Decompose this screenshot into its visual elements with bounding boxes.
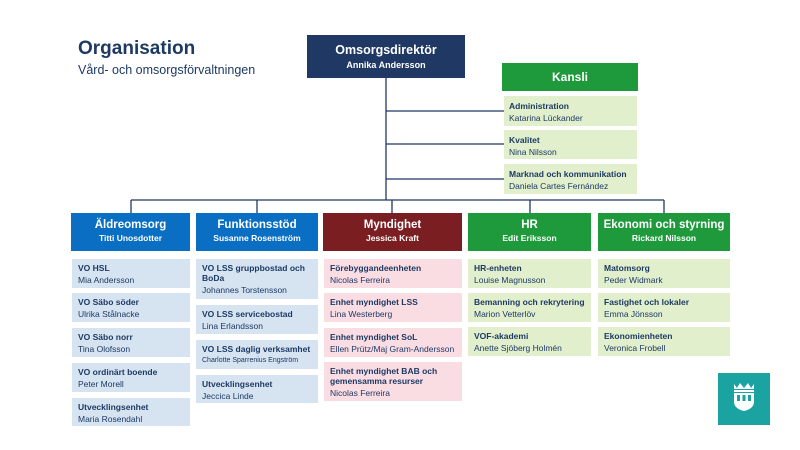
unit-box: Enhet myndighet SoL Ellen Prütz/Maj Gram…	[324, 328, 462, 357]
unit-name: Ulrika Stålnacke	[78, 309, 140, 319]
unit-title: Matomsorg	[604, 263, 650, 273]
unit-box: Enhet myndighet LSS Lina Westerberg	[324, 293, 462, 322]
kansli-item-title: Administration	[509, 101, 569, 111]
kansli-item-name: Katarina Lückander	[509, 113, 583, 123]
unit-name: Lina Erlandsson	[202, 321, 263, 331]
dept-hr: HR Edit Eriksson	[468, 213, 591, 251]
unit-box: Förebyggandeenheten Nicolas Ferreira	[324, 259, 462, 288]
unit-title: Ekonomienheten	[604, 331, 673, 341]
kansli-item-name: Nina Nilsson	[509, 147, 557, 157]
unit-title: VO Säbo norr	[78, 332, 133, 342]
dept-title: HR	[521, 219, 538, 231]
unit-name: Marion Vetterlöv	[474, 309, 536, 319]
kansli-item-marknad: Marknad och kommunikation Daniela Cartes…	[504, 164, 637, 194]
unit-name: Tina Olofsson	[78, 344, 131, 354]
unit-box: VO HSL Mia Andersson	[72, 259, 190, 288]
kansli-item-kvalitet: Kvalitet Nina Nilsson	[504, 130, 637, 159]
unit-name: Johannes Torstensson	[202, 285, 287, 295]
unit-name: Peder Widmark	[604, 275, 663, 285]
director-box: Omsorgsdirektör Annika Andersson	[307, 35, 465, 78]
dept-head-name: Jessica Kraft	[366, 233, 419, 243]
dept-myndighet: Myndighet Jessica Kraft	[323, 213, 462, 251]
unit-title: Utvecklingsenhet	[78, 402, 149, 412]
page-title: Organisation	[78, 38, 196, 59]
unit-name: Peter Morell	[78, 379, 124, 389]
unit-title: VO LSS servicebostad	[202, 309, 293, 319]
unit-title: VO LSS gruppbostad och BoDa	[202, 263, 305, 283]
unit-name: Nicolas Ferreira	[330, 275, 390, 285]
kansli-box: Kansli	[502, 63, 638, 91]
unit-box: VO Säbo söder Ulrika Stålnacke	[72, 293, 190, 322]
kansli-item-title: Marknad och kommunikation	[509, 169, 627, 179]
unit-title: VOF-akademi	[474, 331, 529, 341]
unit-title: Enhet myndighet BAB och gemensamma resur…	[330, 366, 438, 386]
unit-box: VO LSS servicebostad Lina Erlandsson	[196, 305, 318, 334]
page-subtitle: Vård- och omsorgsförvaltningen	[78, 63, 256, 77]
dept-title: Ekonomi och styrning	[603, 219, 725, 231]
unit-title: Enhet myndighet SoL	[330, 332, 418, 342]
crown-shield-icon	[734, 383, 754, 411]
dept-title: Äldreomsorg	[94, 219, 167, 231]
dept-title: Funktionsstöd	[217, 219, 297, 231]
unit-name: Nicolas Ferreira	[330, 388, 390, 398]
unit-box: Utvecklingsenhet Jeccica Linde	[196, 375, 318, 403]
unit-title: VO ordinärt boende	[78, 367, 158, 377]
director-name: Annika Andersson	[346, 60, 426, 70]
unit-box: VO Säbo norr Tina Olofsson	[72, 328, 190, 357]
unit-name: Veronica Frobell	[604, 343, 666, 353]
unit-box: Bemanning och rekrytering Marion Vetterl…	[468, 293, 591, 322]
dept-head-name: Rickard Nilsson	[631, 233, 697, 243]
unit-title: VO LSS daglig verksamhet	[202, 344, 311, 354]
director-title: Omsorgsdirektör	[335, 43, 437, 57]
unit-name: Mia Andersson	[78, 275, 135, 285]
unit-name: Maria Rosendahl	[78, 414, 143, 424]
dept-aldreomsorg: Äldreomsorg Titti Unosdotter	[71, 213, 190, 251]
unit-box: Ekonomienheten Veronica Frobell	[598, 327, 730, 356]
dept-head-name: Edit Eriksson	[502, 233, 557, 243]
unit-box: VO LSS gruppbostad och BoDa Johannes Tor…	[196, 259, 318, 299]
kansli-item-name: Daniela Cartes Fernández	[509, 181, 609, 191]
unit-box: VO LSS daglig verksamhet Charlotte Sparr…	[196, 340, 318, 369]
helsingborg-logo	[718, 373, 770, 425]
unit-name: Ellen Prütz/Maj Gram-Andersson	[330, 344, 455, 354]
kansli-item-title: Kvalitet	[509, 135, 540, 145]
unit-box: Enhet myndighet BAB och gemensamma resur…	[324, 362, 462, 401]
unit-box: VO ordinärt boende Peter Morell	[72, 363, 190, 392]
kansli-item-administration: Administration Katarina Lückander	[504, 96, 637, 126]
unit-name: Anette Sjöberg Holmén	[474, 343, 562, 353]
unit-title: VO HSL	[78, 263, 110, 273]
unit-title: Utvecklingsenhet	[202, 379, 273, 389]
dept-ekonomi: Ekonomi och styrning Rickard Nilsson	[598, 213, 730, 251]
unit-box: Utvecklingsenhet Maria Rosendahl	[72, 398, 190, 426]
unit-box: Fastighet och lokaler Emma Jönsson	[598, 293, 730, 322]
unit-name: Jeccica Linde	[202, 391, 254, 401]
unit-name: Lina Westerberg	[330, 309, 393, 319]
dept-head-name: Titti Unosdotter	[98, 233, 163, 243]
dept-funktionsstod: Funktionsstöd Susanne Rosenström	[196, 213, 318, 251]
unit-title: Bemanning och rekrytering	[474, 297, 585, 307]
dept-head-name: Susanne Rosenström	[213, 233, 301, 243]
unit-box: VOF-akademi Anette Sjöberg Holmén	[468, 327, 591, 356]
unit-box: HR-enheten Louise Magnusson	[468, 259, 591, 288]
unit-title: HR-enheten	[474, 263, 522, 273]
unit-name: Charlotte Sparrenius Engström	[202, 357, 299, 364]
unit-name: Louise Magnusson	[474, 275, 546, 285]
dept-title: Myndighet	[363, 219, 422, 231]
unit-box: Matomsorg Peder Widmark	[598, 259, 730, 288]
unit-name: Emma Jönsson	[604, 309, 663, 319]
unit-title: VO Säbo söder	[78, 297, 139, 307]
unit-title: Fastighet och lokaler	[604, 297, 690, 307]
unit-title: Förebyggandeenheten	[330, 263, 422, 273]
unit-title: Enhet myndighet LSS	[330, 297, 418, 307]
kansli-title: Kansli	[551, 70, 588, 84]
